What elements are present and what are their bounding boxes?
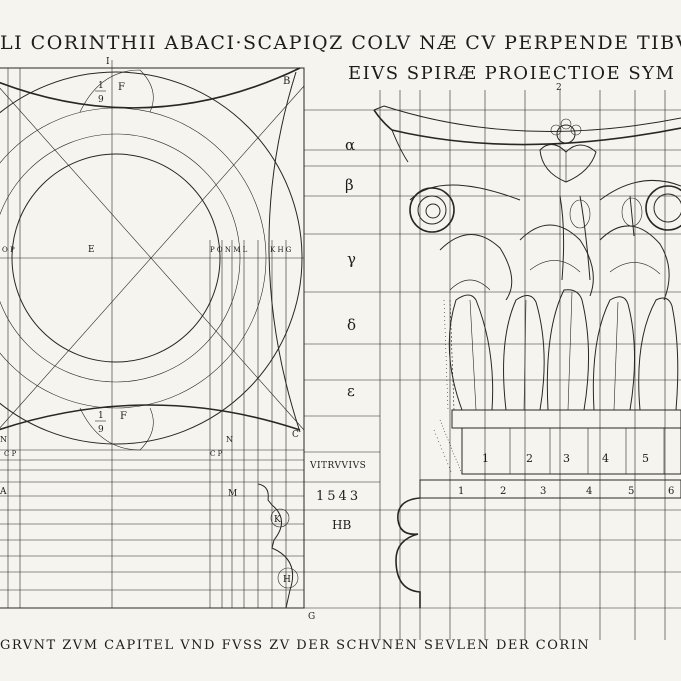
abacus-curve <box>373 109 681 146</box>
greek-alpha: α <box>345 136 355 154</box>
base-profile <box>395 497 421 608</box>
plan-label-a: A <box>0 487 7 497</box>
plan-label-khg: K H G <box>270 246 292 254</box>
plan-label-op: O P <box>2 246 15 254</box>
plan-label-e: E <box>88 245 95 255</box>
base-number-3: 3 <box>540 486 546 497</box>
abacus-number-4: 4 <box>602 452 609 465</box>
base-number-4: 4 <box>586 486 592 497</box>
inscription-monogram: HB <box>332 518 351 532</box>
plan-label-top-index: I <box>106 57 110 67</box>
plan-label-m: M <box>228 489 237 499</box>
plan-label-cp-right: C P <box>210 450 223 458</box>
plan-label-cp-left: C P <box>4 450 17 458</box>
acanthus-leaves <box>439 195 679 411</box>
middle-scale-column <box>304 109 380 609</box>
base-number-6: 6 <box>668 486 674 497</box>
inscription-author: VITRVVIVS <box>309 461 366 471</box>
volute-right <box>599 180 681 231</box>
header-line-1: LI CORINTHII ABACI·SCAPIQZ COLV NÆ CV PE… <box>0 32 681 54</box>
volute-left <box>409 184 521 233</box>
plan-fraction-top-num: 1 <box>98 81 104 91</box>
plan-label-f-top: F <box>118 82 125 93</box>
abacus-number-2: 2 <box>526 452 533 465</box>
base-number-5: 5 <box>628 486 634 497</box>
plan-label-h: H <box>283 575 291 585</box>
plan-label-f-bot: F <box>120 411 127 422</box>
abacus-number-1: 1 <box>482 452 489 465</box>
plan-label-ponml: P O N M L <box>210 246 248 254</box>
plan-label-n-left: N <box>0 435 7 444</box>
inscription-year: 1543 <box>316 489 361 504</box>
plan-drawing <box>0 60 305 609</box>
greek-beta: β <box>345 176 354 194</box>
greek-delta: δ <box>347 316 356 334</box>
abacus-number-3: 3 <box>563 452 570 465</box>
abacus-flower <box>539 118 597 183</box>
base-number-1: 1 <box>458 486 464 497</box>
plan-fraction-bot-den: 9 <box>98 425 104 435</box>
abacus-number-5: 5 <box>642 452 649 465</box>
capital-collar <box>451 409 681 429</box>
plan-label-g: G <box>308 612 315 622</box>
plan-label-k: K <box>274 515 281 525</box>
elevation-top-index: 2 <box>556 83 562 93</box>
footer-caption: GRVNT ZVM CAPITEL VND FVSS ZV DER SCHVNE… <box>0 638 590 653</box>
header-line-2: EIVS SPIRÆ PROIECTIOE SYM <box>348 63 675 84</box>
plan-fraction-top-den: 9 <box>98 95 104 105</box>
numbered-block <box>461 427 681 475</box>
plan-label-b: B <box>283 76 290 87</box>
base-band <box>419 479 681 499</box>
base-number-2: 2 <box>500 486 506 497</box>
plan-label-c: C <box>292 430 299 440</box>
plan-frame <box>0 67 305 609</box>
greek-epsilon: ε <box>347 382 355 400</box>
greek-gamma: γ <box>347 250 356 268</box>
capital-elevation <box>373 90 681 640</box>
plan-label-n-right: N <box>226 435 233 444</box>
plan-fraction-bot-num: 1 <box>98 411 104 421</box>
